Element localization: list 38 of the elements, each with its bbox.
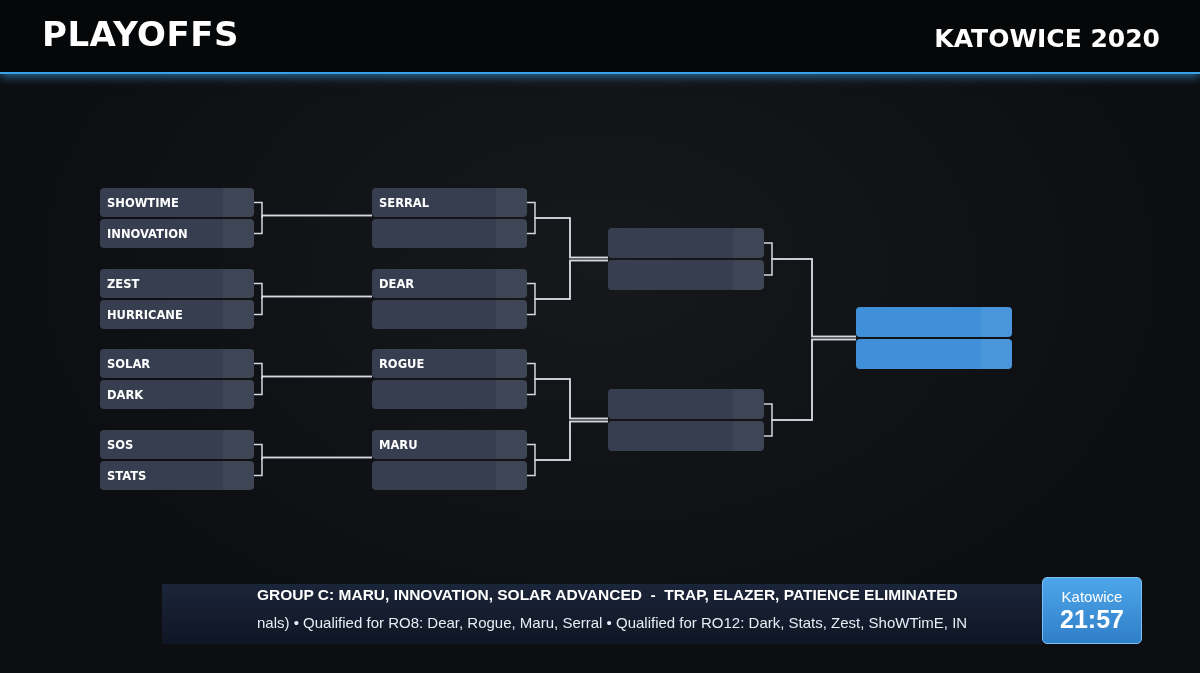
bracket-line [763,258,857,338]
bracket-line [253,375,373,396]
empty-slot [856,307,1012,337]
bracket-line [253,456,373,477]
empty-slot [608,260,764,290]
bracket-line [763,338,857,437]
player-slot: DEAR [372,269,527,298]
location-text: Katowice [1061,587,1123,605]
empty-slot [608,228,764,258]
player-slot: SOS [100,430,254,459]
event-title: KATOWICE 2020 [934,24,1160,53]
player-slot: SHOWTIME [100,188,254,217]
player-slot: STATS [100,461,254,490]
empty-slot [608,389,764,419]
bracket-line [526,259,609,316]
empty-slot [372,461,527,490]
player-slot: ROGUE [372,349,527,378]
bracket-line [253,295,373,316]
bracket-line [253,214,373,235]
empty-slot [372,380,527,409]
player-slot: SOLAR [100,349,254,378]
ticker-text: nals) • Qualified for RO8: Dear, Rogue, Maru, Serral • Qualified for RO12: Dark, Stats, Zest, ShoWTimE, IN [257,614,968,631]
empty-slot [372,219,527,248]
bracket-line [526,217,609,259]
bracket-line [526,378,609,420]
empty-slot [856,339,1012,369]
player-slot: ZEST [100,269,254,298]
bracket-line [526,420,609,477]
player-slot: MARU [372,430,527,459]
empty-slot [608,421,764,451]
time-text: 21:57 [1060,604,1124,634]
player-slot: SERRAL [372,188,527,217]
player-slot: DARK [100,380,254,409]
ticker-headline: GROUP C: MARU, INNOVATION, SOLAR ADVANCED - TRAP, ELAZER, PATIENCE ELIMINATED [257,586,958,604]
empty-slot [372,300,527,329]
title: PLAYOFFS [42,14,239,54]
player-slot: HURRICANE [100,300,254,329]
player-slot: INNOVATION [100,219,254,248]
